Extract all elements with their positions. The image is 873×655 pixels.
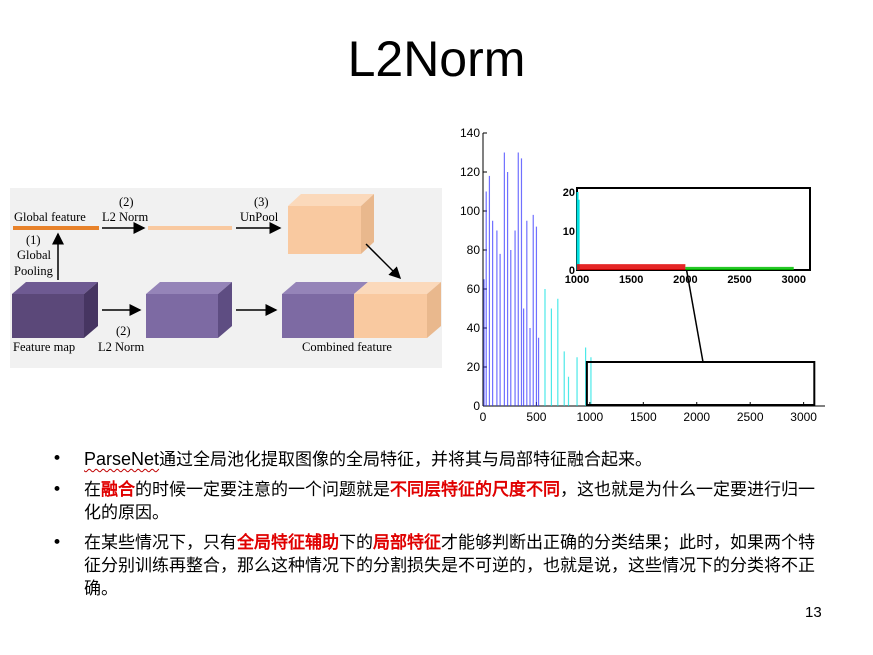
bullet-text: 才能够判断出正确的分类结果；此时，如果两个特征分别训练再整合，那么这种情况下的分… xyxy=(84,533,815,599)
bullet-dot: • xyxy=(52,449,63,469)
zoom-box xyxy=(585,361,816,406)
global-label: Global xyxy=(17,248,52,262)
highlighted-text: 局部特征 xyxy=(373,533,441,553)
normalized-global-bar xyxy=(148,226,232,230)
bullet-text: 的时候一定要注意的一个问题就是 xyxy=(135,480,390,500)
inset-y-tick-label: 0 xyxy=(569,265,575,277)
bullet-dot: • xyxy=(52,533,63,553)
x-tick-label: 500 xyxy=(526,410,546,424)
y-tick-label: 120 xyxy=(460,165,480,179)
inset-frame xyxy=(576,187,811,271)
x-tick-label: 2000 xyxy=(683,410,710,424)
x-tick-label: 1500 xyxy=(630,410,657,424)
bullet-text: 在 xyxy=(84,480,101,500)
x-tick-label: 0 xyxy=(480,410,487,424)
y-tick-label: 40 xyxy=(467,321,481,335)
inset-x-tick-label: 1000 xyxy=(565,274,589,286)
bullet-text: ，这也就是为什么一定要进行归一化的原因。 xyxy=(84,480,815,523)
unpooled-block xyxy=(288,194,374,254)
diagram-graphics xyxy=(12,194,441,338)
l2norm-top-label: L2 Norm xyxy=(102,210,149,224)
highlighted-text: 全局特征辅助 xyxy=(237,533,339,553)
y-tick-label: 140 xyxy=(460,126,480,140)
step1-label: (1) xyxy=(26,233,41,247)
combined-feature-label: Combined feature xyxy=(302,340,392,354)
bullet-item: • ParseNet通过全局池化提取图像的全局特征，并将其与局部特征融合起来。 xyxy=(52,448,822,472)
inset-x-tick-label: 3000 xyxy=(782,274,806,286)
inset-y-tick-label: 10 xyxy=(563,226,575,238)
inset-x-tick-label: 2000 xyxy=(673,274,697,286)
y-tick-label: 60 xyxy=(467,282,481,296)
bullet-text: 下的 xyxy=(339,533,373,553)
page-number: 13 xyxy=(805,604,822,621)
feature-map-label: Feature map xyxy=(13,340,76,354)
x-tick-label: 3000 xyxy=(790,410,817,424)
inset-x-tick-label: 1500 xyxy=(619,274,643,286)
parsenet-diagram: (2) L2 Norm (3) UnPool Global feature (1… xyxy=(10,188,442,368)
inset-x-tick-label: 2500 xyxy=(727,274,751,286)
global-feature-label: Global feature xyxy=(14,210,86,224)
bullet-text: 在某些情况下，只有 xyxy=(84,533,237,553)
y-tick-label: 20 xyxy=(467,360,481,374)
feature-map-block xyxy=(12,282,98,338)
pooling-label: Pooling xyxy=(14,264,53,278)
slide-title: L2Norm xyxy=(347,31,526,87)
bullet-list: • ParseNet通过全局池化提取图像的全局特征，并将其与局部特征融合起来。 • 在… xyxy=(52,448,822,608)
bullet-dot: • xyxy=(52,480,63,500)
combine-arrow xyxy=(365,243,402,280)
bullet-item: • 在融合的时候一定要注意的一个问题就是不同层特征的尺度不同，这也就是为什么一定要… xyxy=(52,479,822,525)
bullet-text: ParseNet xyxy=(84,449,160,469)
bullet-item: • 在某些情况下，只有全局特征辅助下的局部特征才能够判断出正确的分类结果；此时，如… xyxy=(52,532,822,601)
unpool-label: UnPool xyxy=(240,210,279,224)
step2-top-label: (2) xyxy=(119,195,134,209)
l2norm-bottom-label: L2 Norm xyxy=(98,340,145,354)
inset-band xyxy=(577,264,686,270)
y-tick-label: 0 xyxy=(473,399,480,413)
highlighted-text: 融合 xyxy=(101,480,135,500)
y-tick-label: 80 xyxy=(467,243,481,257)
bullet-text: 通过全局池化提取图像的全局特征，并将其与局部特征融合起来。 xyxy=(159,450,653,470)
inset-y-tick-label: 20 xyxy=(563,187,575,199)
x-tick-label: 1000 xyxy=(577,410,604,424)
global-feature-bar xyxy=(13,226,99,230)
combined-block xyxy=(282,282,441,338)
step3-label: (3) xyxy=(254,195,269,209)
step2-bottom-label: (2) xyxy=(116,324,131,338)
inset-band xyxy=(685,266,794,270)
highlighted-text: 不同层特征的尺度不同 xyxy=(390,480,560,500)
x-tick-label: 2500 xyxy=(737,410,764,424)
y-tick-label: 100 xyxy=(460,204,480,218)
normalized-block xyxy=(146,282,232,338)
